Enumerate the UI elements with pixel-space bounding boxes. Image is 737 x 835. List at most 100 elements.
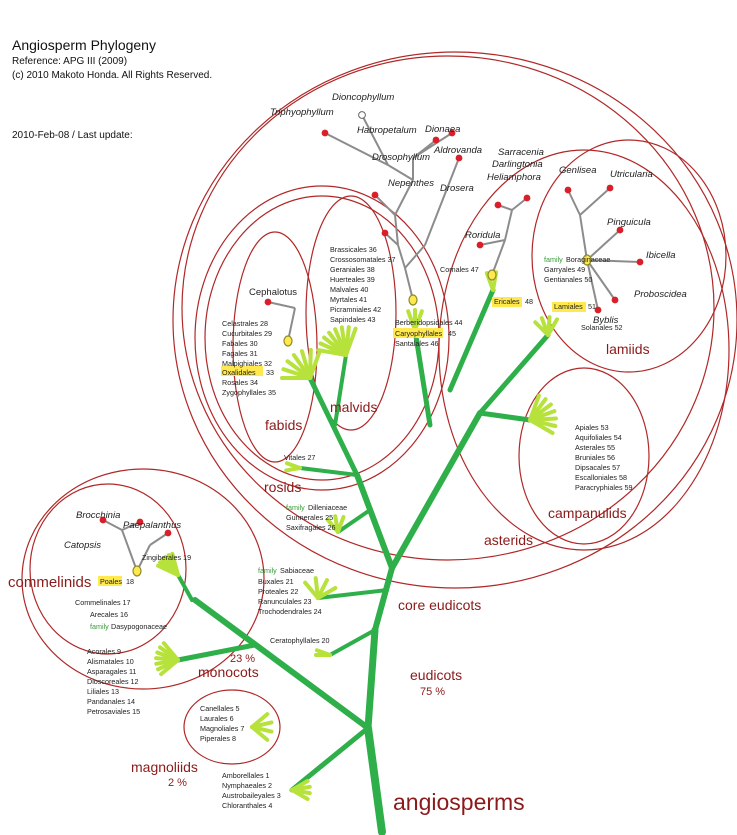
order-item: Garryales 49 <box>544 265 585 274</box>
order-item: Commelinales 17 <box>75 598 131 607</box>
family-label: family <box>258 566 277 575</box>
leaf-fan-lamiids <box>533 315 559 337</box>
plant-ibicella: Ibicella <box>646 250 676 261</box>
order-item: Ranunculales 23 <box>258 597 312 606</box>
order-item-oxalidales-num: 33 <box>266 368 274 377</box>
order-item: Buxales 21 <box>258 577 294 586</box>
order-item: Zingiberales 19 <box>142 553 191 562</box>
lamiids-ellipse <box>531 139 727 373</box>
plant-dot <box>564 186 572 194</box>
plant-nepenthes: Nepenthes <box>388 178 434 189</box>
plant-byblis: Byblis <box>593 315 619 326</box>
plant-pinguicula: Pinguicula <box>607 217 651 228</box>
order-labels: Amborellales 1 Nymphaeales 2 Austrobaile… <box>75 245 633 810</box>
order-item: Sapindales 43 <box>330 315 376 324</box>
plant-dot <box>606 184 614 192</box>
family-label: family <box>90 622 109 631</box>
order-item: Apiales 53 <box>575 423 609 432</box>
page-title: Angiosperm Phylogeny <box>12 37 156 53</box>
order-item: Escalloniales 58 <box>575 473 627 482</box>
family-label: family <box>286 503 305 512</box>
plant-dot <box>594 306 602 314</box>
plant-branches <box>102 114 641 572</box>
plant-drosera: Drosera <box>440 183 474 194</box>
plant-dot <box>616 226 624 234</box>
leaf-branch <box>290 788 310 801</box>
plant-dot <box>455 154 463 162</box>
order-item-ericales: Ericales <box>494 297 520 306</box>
leaf-fan-malvids <box>316 325 358 357</box>
order-item: Sabiaceae <box>280 566 314 575</box>
order-item: Santalales 46 <box>395 339 439 348</box>
order-item: Rosales 34 <box>222 378 258 387</box>
trunk-branches <box>175 287 551 835</box>
order-item: Canellales 5 <box>200 704 240 713</box>
group-label-monocots-pct: 23 % <box>230 653 255 665</box>
leaf-fan-commelinids <box>156 551 180 577</box>
leaf-fan-monocots <box>154 641 180 677</box>
order-item: Dioscoreales 12 <box>87 677 139 686</box>
magnoliids-ellipse <box>183 689 281 765</box>
leaf-fan-campanulids <box>528 393 558 435</box>
leaf-branch <box>284 461 302 470</box>
group-label-commelinids: commelinids <box>8 574 91 591</box>
plant-dioncophyllum: Dioncophyllum <box>332 92 394 103</box>
plant-genlisea: Genlisea <box>559 165 597 176</box>
leaf-fan-core <box>325 514 346 534</box>
order-item: Ceratophyllales 20 <box>270 636 330 645</box>
plant-dot <box>164 529 172 537</box>
plant-dot <box>264 298 272 306</box>
plant-dot <box>494 201 502 209</box>
plant-paepalanthus: Paepalanthus <box>123 520 181 531</box>
plant-dot <box>448 129 456 137</box>
order-item: Cornales 47 <box>440 265 479 274</box>
order-item: Picramniales 42 <box>330 305 381 314</box>
plant-habropetalum: Habropetalum <box>357 125 417 136</box>
plant-darlingtonia: Darlingtonia <box>492 159 543 170</box>
group-label-eudicots-pct: 75 % <box>420 686 445 698</box>
order-item: Boraginaceae <box>566 255 610 264</box>
leaf-branch <box>316 586 338 600</box>
order-item: Alismatales 10 <box>87 657 134 666</box>
order-item: Celastrales 28 <box>222 319 268 328</box>
order-item: Solanales 52 <box>581 323 623 332</box>
order-item: Aquifoliales 54 <box>575 433 622 442</box>
leaf-fan-early-eudicots <box>303 576 338 600</box>
leaf-fan-fabids <box>280 348 322 380</box>
group-label-lamiids: lamiids <box>606 341 650 357</box>
order-item: Geraniales 38 <box>330 265 375 274</box>
plant-dot <box>636 258 644 266</box>
order-item: Saxifragales 26 <box>286 523 336 532</box>
commelinids-ellipse <box>29 483 187 655</box>
order-item: Fagales 31 <box>222 349 258 358</box>
plant-dot <box>136 518 144 526</box>
order-item: Magnoliales 7 <box>200 724 244 733</box>
order-item-lamiales: Lamiales <box>554 302 583 311</box>
group-label-campanulids: campanulids <box>548 505 627 521</box>
leaf-fans <box>154 270 559 801</box>
order-item-ericales-num: 48 <box>525 297 533 306</box>
leaf-branch <box>546 317 559 337</box>
order-item: Dipsacales 57 <box>575 463 620 472</box>
group-label-magnoliids: magnoliids <box>131 759 198 775</box>
monocots-ellipse <box>21 468 265 690</box>
leaf-fan-magnoliids <box>250 712 274 742</box>
order-item: Myrtales 41 <box>330 295 367 304</box>
group-label-asterids: asterids <box>484 532 533 548</box>
core-eudicots-ellipse <box>181 55 715 561</box>
leaf-branch <box>528 418 555 435</box>
group-label-fabids: fabids <box>265 417 302 433</box>
order-item: Piperales 8 <box>200 734 236 743</box>
leaf-branch <box>344 326 358 357</box>
leaf-branch <box>314 648 332 657</box>
order-item: Chloranthales 4 <box>222 801 272 810</box>
order-item-poales-num: 18 <box>126 577 134 586</box>
order-item: Huerteales 39 <box>330 275 375 284</box>
leaf-fan-vitales <box>284 461 302 473</box>
group-label-malvids: malvids <box>330 399 377 415</box>
plant-names: Brocchinia Paepalanthus Catopsis Cephalo… <box>64 92 687 551</box>
order-item: Vitales 27 <box>284 453 315 462</box>
leaf-branch <box>308 349 322 380</box>
plant-utricularia: Utricularia <box>610 169 653 180</box>
